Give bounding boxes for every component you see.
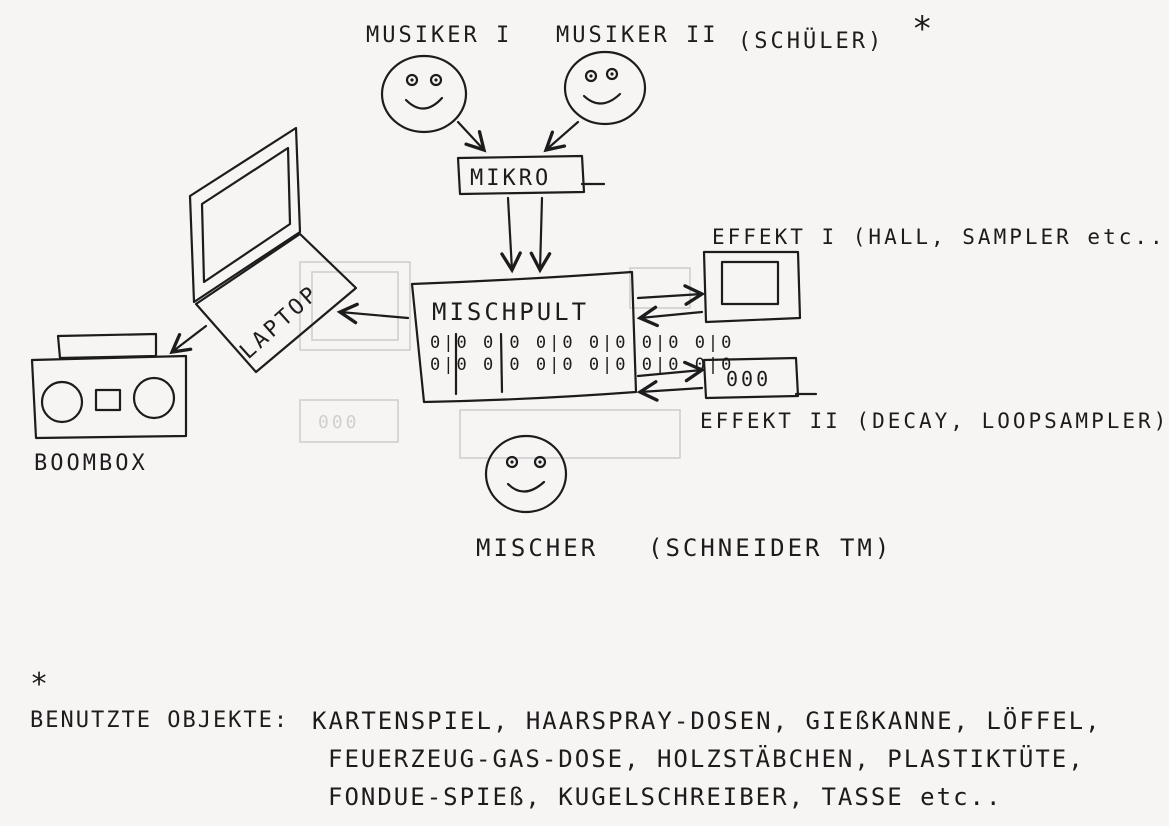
musician-2-label: MUSIKER II bbox=[556, 23, 718, 48]
mischer-label: MISCHER bbox=[476, 534, 598, 562]
effect-1-box: EFFEKT I (HALL, SAMPLER etc..) bbox=[702, 225, 1169, 324]
speaker-icon bbox=[132, 376, 176, 420]
effect-2-box: 000 EFFEKT II (DECAY, LOOPSAMPLER) bbox=[700, 356, 1169, 433]
arrow-mischpult-to-laptop bbox=[336, 302, 410, 325]
boombox: BOOMBOX bbox=[30, 332, 188, 476]
students-label: (SCHÜLER) bbox=[738, 28, 884, 54]
smiley-face-icon bbox=[380, 54, 468, 134]
footnote-line-1: KARTENSPIEL, HAARSPRAY-DOSEN, GIEßKANNE,… bbox=[312, 707, 1102, 735]
arrow-mikro-to-mischpult-1 bbox=[500, 196, 522, 274]
arrow-mikro-to-mischpult-2 bbox=[529, 196, 552, 274]
mixer-knobs-row-2: 0|0 0|0 0|0 0|0 0|0 0|0 bbox=[430, 355, 734, 375]
footnote-asterisk: * bbox=[30, 667, 51, 702]
laptop-base bbox=[194, 232, 358, 374]
musician-1-label: MUSIKER I bbox=[366, 23, 512, 48]
musician-2 bbox=[563, 50, 647, 126]
mikro-box: MIKRO bbox=[456, 154, 606, 196]
footnote-line-3: FONDUE-SPIEß, KUGELSCHREIBER, TASSE etc.… bbox=[328, 783, 1003, 811]
arrow-mischpult-to-effect-2 bbox=[636, 360, 706, 383]
footnote-line-2: FEUERZEUG-GAS-DOSE, HOLZSTÄBCHEN, PLASTI… bbox=[328, 745, 1085, 773]
arrow-laptop-to-boombox bbox=[169, 324, 208, 355]
boombox-label: BOOMBOX bbox=[34, 451, 148, 476]
mischpult-box: MISCHPULT 0|0 0|0 0|0 0|0 0|0 0|0 0|0 0|… bbox=[410, 270, 734, 404]
asterisk-marker: * bbox=[912, 9, 935, 49]
speaker-icon bbox=[40, 380, 84, 424]
arrow-effect-1-to-mischpult bbox=[636, 305, 704, 328]
mixer-knobs-row-1: 0|0 0|0 0|0 0|0 0|0 0|0 bbox=[430, 333, 734, 353]
effect-2-knobs: 000 bbox=[726, 367, 771, 391]
arrow-musician2-to-mikro bbox=[543, 120, 580, 153]
faint-background-sketch: 000 bbox=[299, 261, 691, 459]
smiley-face-icon bbox=[563, 50, 647, 126]
footnote: * BENUTZTE OBJEKTE: KARTENSPIEL, HAARSPR… bbox=[30, 670, 1160, 816]
mikro-label: MIKRO bbox=[470, 166, 551, 191]
arrow-effect-2-to-mischpult bbox=[636, 380, 704, 402]
smiley-face-icon bbox=[484, 434, 568, 514]
arrow-musician1-to-mikro bbox=[456, 120, 487, 153]
effect-2-label: EFFEKT II (DECAY, LOOPSAMPLER) bbox=[700, 409, 1169, 433]
musician-1 bbox=[380, 54, 468, 134]
laptop-screen bbox=[188, 126, 302, 304]
footnote-label: BENUTZTE OBJEKTE: bbox=[30, 708, 290, 733]
effect-1-label: EFFEKT I (HALL, SAMPLER etc..) bbox=[712, 225, 1169, 249]
arrow-mischpult-to-effect-1 bbox=[636, 284, 706, 306]
mischpult-label: MISCHPULT bbox=[432, 298, 589, 326]
mischer-name-label: (SCHNEIDER TM) bbox=[648, 534, 892, 562]
boombox-handle bbox=[56, 332, 158, 360]
cassette-icon bbox=[94, 388, 122, 412]
faint-knobs-text: 000 bbox=[318, 412, 360, 433]
mixer-person: MISCHER (SCHNEIDER TM) bbox=[476, 434, 892, 562]
laptop: LAPTOP bbox=[188, 126, 358, 374]
